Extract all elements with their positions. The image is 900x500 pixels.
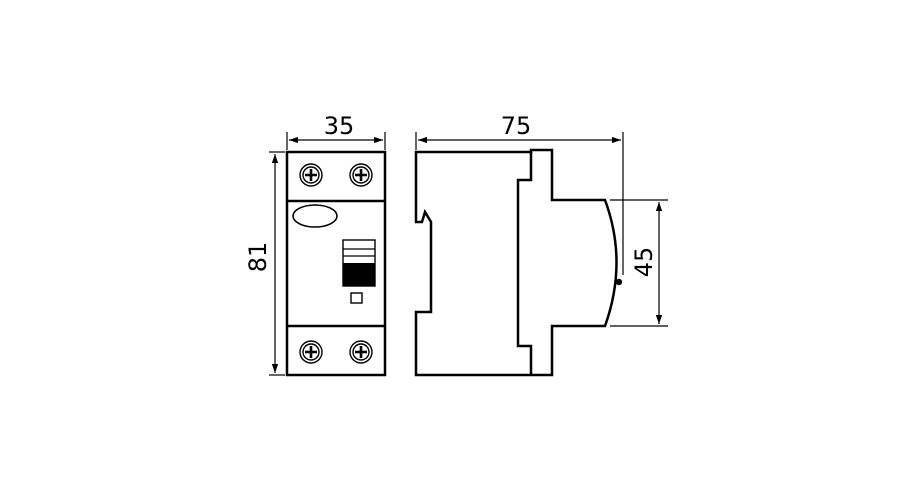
dim-label-45: 45 (630, 247, 658, 278)
din-rail-notch (516, 152, 533, 375)
dimension-height-front: 81 (244, 151, 285, 376)
dimension-height-side: 45 (610, 199, 668, 327)
dim-label-81: 81 (244, 242, 272, 273)
dim-label-35: 35 (324, 112, 355, 140)
indicator-window-icon (350, 292, 363, 304)
screw-icon (349, 340, 373, 364)
screw-icon (349, 163, 373, 187)
front-body-outline (285, 150, 387, 377)
toggle-lever-icon (342, 239, 376, 287)
dimension-depth-side: 75 (415, 112, 624, 275)
side-view (414, 148, 623, 377)
dimension-width-front: 35 (286, 112, 386, 150)
test-button-icon (292, 204, 338, 228)
dim-label-75: 75 (501, 112, 532, 140)
side-profile-outline (414, 148, 618, 377)
pivot-dot-icon (615, 278, 623, 286)
screw-icon (299, 340, 323, 364)
screw-icon (299, 163, 323, 187)
front-view (285, 150, 387, 377)
